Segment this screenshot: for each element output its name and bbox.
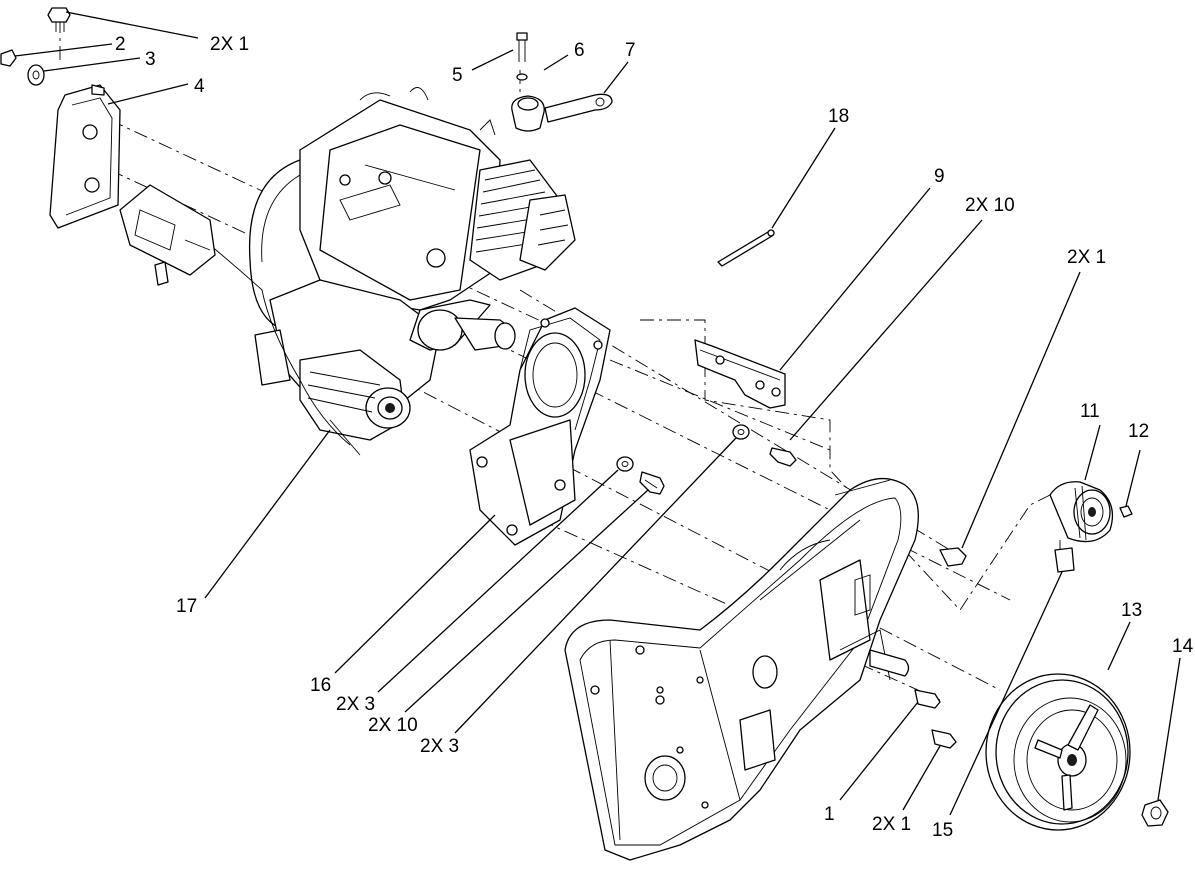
callout-16: 16 [310, 675, 331, 696]
callout-2x10-lower: 2X 10 [368, 715, 418, 736]
callout-12: 12 [1128, 421, 1149, 442]
callout-2x1-bottom: 2X 1 [872, 814, 911, 835]
callout-2x1-top: 2X 1 [210, 34, 249, 55]
mounting-plate-part-16 [469, 307, 611, 546]
callout-17: 17 [176, 596, 197, 617]
callout-6: 6 [574, 40, 585, 61]
fasteners-3-10 [616, 424, 797, 495]
callout-3: 3 [145, 49, 156, 70]
callout-2x1-right: 2X 1 [1067, 247, 1106, 268]
engine-assembly-part-17 [119, 87, 576, 456]
callout-9: 9 [934, 166, 945, 187]
pin-part-18 [717, 229, 775, 267]
choke-lever-parts-5-6-7 [511, 32, 613, 132]
nut-part-14 [1141, 799, 1169, 827]
top-left-fasteners [0, 7, 71, 86]
callout-2x3-lower: 2X 3 [420, 736, 459, 757]
callout-2x10-upper: 2X 10 [965, 195, 1015, 216]
callout-2: 2 [115, 34, 126, 55]
belt-cover-housing [564, 478, 919, 861]
housing-bolts [869, 505, 1133, 749]
callout-4: 4 [194, 76, 205, 97]
pulley-part-13 [985, 673, 1131, 831]
cylinder-fins [469, 159, 576, 281]
callout-1: 1 [824, 804, 835, 825]
callout-13: 13 [1121, 600, 1142, 621]
pulley-hub-part-11 [1049, 481, 1114, 543]
bracket-part-9 [694, 339, 786, 409]
callout-5: 5 [452, 65, 463, 86]
callout-7: 7 [625, 40, 636, 61]
callout-11: 11 [1080, 401, 1100, 422]
callout-14: 14 [1172, 636, 1194, 657]
callout-labels: 2X 1 2 3 4 5 6 7 18 9 2X 10 2X 1 11 12 1… [115, 34, 1194, 841]
leader-lines [14, 11, 1181, 816]
callout-2x3-left: 2X 3 [336, 694, 375, 715]
bracket-part-4 [49, 84, 121, 229]
callout-15: 15 [932, 820, 953, 841]
callout-18: 18 [828, 106, 849, 127]
